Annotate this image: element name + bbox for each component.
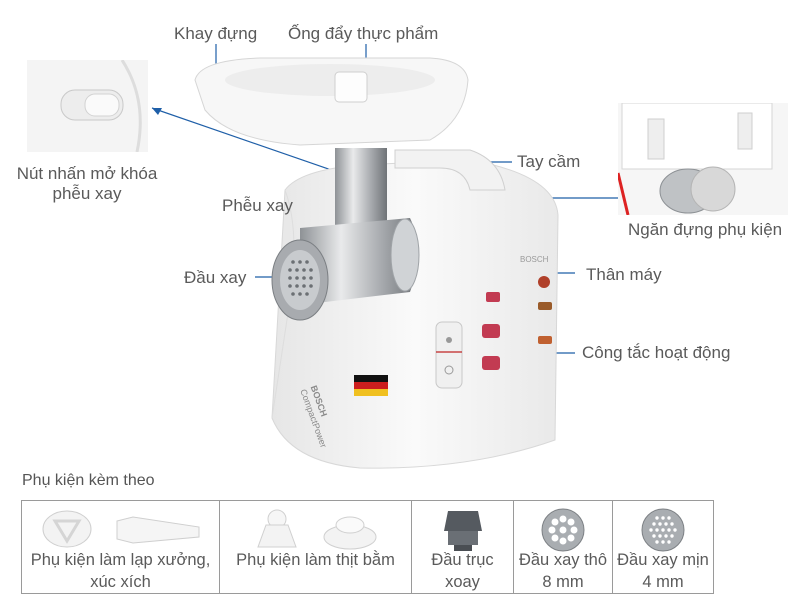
unlock-button-photo: [27, 60, 148, 152]
german-flag: [354, 375, 388, 396]
funnel: [335, 148, 387, 228]
label-tray: Khay đựng: [174, 24, 258, 43]
accessory-coarse-disc: Đầu xay thô 8 mm: [514, 501, 613, 593]
label-unlock-button: Nút nhấn mở khóa phễu xay: [16, 164, 158, 203]
label-pusher: Ống đẩy thực phẩm: [288, 24, 439, 43]
accessory-kebbe: Phụ kiện làm thịt bằm: [220, 501, 412, 593]
accessory-fine-disc: Đầu xay mịn 4 mm: [613, 501, 713, 593]
label-storage: Ngăn đựng phụ kiện: [628, 220, 783, 239]
accessory-caption: Đầu trục xoay: [431, 551, 494, 591]
shaft-head-icon: [443, 511, 482, 551]
accessory-caption: Phụ kiện làm lạp xưởng, xúc xích: [30, 551, 211, 591]
accessory-caption: Phụ kiện làm thịt bằm: [236, 551, 395, 569]
grinder-tube: [300, 218, 418, 305]
accessories-title: Phụ kiện kèm theo: [22, 472, 155, 489]
storage-photo: [618, 103, 788, 215]
storage-inset: [618, 103, 788, 215]
label-funnel: Phễu xay: [222, 196, 293, 215]
label-grinding-head: Đầu xay: [184, 268, 247, 287]
handle: [394, 149, 506, 191]
unlock-button-inset: [27, 60, 148, 152]
sausage-nozzle-icon: [116, 516, 199, 544]
brand-logo-front: BOSCH: [520, 255, 549, 264]
accessory-caption: Đầu xay thô 8 mm: [518, 551, 608, 591]
pusher: [334, 71, 368, 103]
label-switch: Công tắc hoạt động: [582, 343, 731, 362]
accessory-shaft: Đầu trục xoay: [412, 501, 514, 593]
fine-disc-icon: [641, 508, 685, 552]
power-switch: [435, 321, 463, 389]
label-handle: Tay cầm: [517, 152, 581, 171]
kebbe-cone-icon: [256, 509, 297, 548]
coarse-disc-icon: [541, 508, 585, 552]
leader-arrow-head: [152, 108, 162, 115]
accessories-table: Phụ kiện làm lạp xưởng, xúc xích Phụ kiệ…: [21, 500, 714, 594]
sausage-disc-icon: [42, 510, 91, 548]
accessory-sausage: Phụ kiện làm lạp xưởng, xúc xích: [22, 501, 220, 593]
kebbe-ring-icon: [323, 516, 376, 550]
food-pictograms: [482, 276, 552, 370]
grinding-plate-holes: [288, 260, 313, 296]
label-body: Thân máy: [586, 265, 662, 284]
accessory-caption: Đầu xay mịn 4 mm: [617, 551, 709, 591]
